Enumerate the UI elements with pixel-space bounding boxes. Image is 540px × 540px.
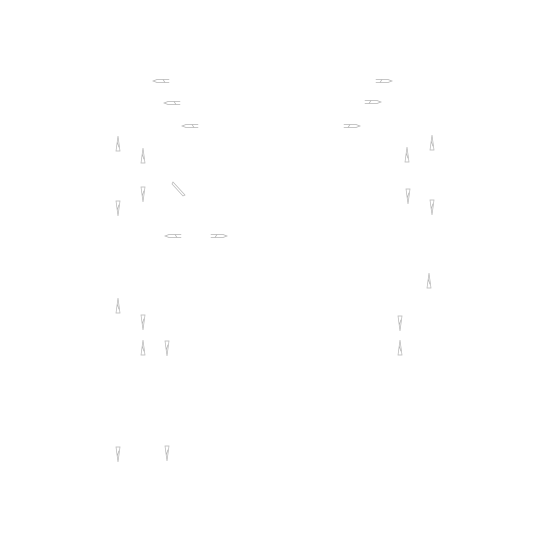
glyph-spike-down <box>140 314 146 331</box>
glyph-spike-down <box>429 199 435 216</box>
vertical-glyph-layer <box>115 134 435 463</box>
glyph-slash <box>171 181 186 197</box>
glyph-spike-up <box>397 339 403 356</box>
glyph-spike-up <box>140 339 146 356</box>
glyph-spike-up <box>404 146 410 163</box>
glyph-spike-down <box>115 446 121 463</box>
glyph-spike-down <box>397 315 403 332</box>
glyph-spike-down <box>140 186 146 203</box>
glyph-arrow-right <box>343 124 361 128</box>
glyph-spike-down <box>405 188 411 205</box>
glyph-arrow-right <box>364 100 382 104</box>
glyph-arrow-left <box>164 234 182 238</box>
horizontal-glyph-layer <box>152 79 393 238</box>
glyph-spike-up <box>115 135 121 152</box>
glyph-arrow-right <box>375 79 393 83</box>
glyph-spike-down <box>164 340 170 357</box>
glyph-spike-down <box>164 445 170 462</box>
glyph-spike-down <box>115 200 121 217</box>
glyph-arrow-right <box>210 234 228 238</box>
glyph-arrow-left <box>181 124 199 128</box>
glyph-spike-up <box>115 297 121 314</box>
glyph-spike-up <box>426 272 432 289</box>
glyph-arrow-left <box>152 79 170 83</box>
glyph-spike-up <box>429 134 435 151</box>
glyph-arrow-left <box>163 101 181 105</box>
diagonal-glyph-layer <box>171 181 186 197</box>
glyph-spike-up <box>140 147 146 164</box>
